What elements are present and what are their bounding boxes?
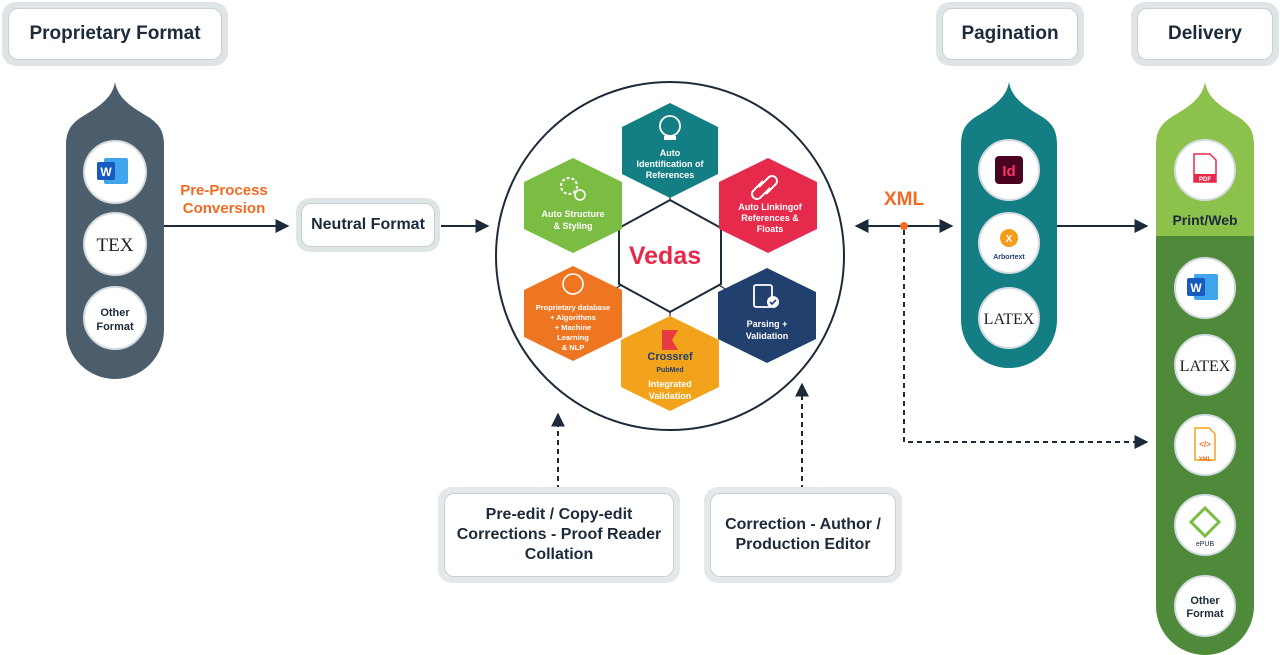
svg-text:Auto: Auto — [660, 148, 681, 158]
pre-edit-note: Pre-edit / Copy-edit Corrections - Proof… — [438, 487, 680, 583]
svg-text:Learning: Learning — [557, 333, 589, 342]
svg-text:References &: References & — [741, 213, 799, 223]
svg-text:</>: </> — [1199, 440, 1211, 449]
svg-text:Proprietary database: Proprietary database — [536, 303, 611, 312]
delivery-latex-icon: LATEX — [1174, 334, 1236, 396]
pubmed-logo: PubMed — [656, 367, 683, 374]
proprietary-database-hex: Proprietary database + Algorithms + Mach… — [524, 266, 622, 361]
other-format-icon: Other Format — [83, 286, 147, 350]
word-icon: W — [83, 140, 147, 204]
svg-text:Integrated: Integrated — [648, 379, 692, 389]
delivery-word-icon: W — [1174, 257, 1236, 319]
delivery-other-format-icon: Other Format — [1174, 575, 1236, 637]
svg-text:TEX: TEX — [97, 235, 134, 256]
tex-icon: TEX — [83, 212, 147, 276]
pre-process-label: Pre-Process Conversion — [180, 182, 268, 217]
arbortext-icon: X Arbortext — [978, 212, 1040, 274]
svg-text:ePUB: ePUB — [1196, 541, 1215, 548]
svg-text:W: W — [100, 165, 112, 179]
svg-text:LATEX: LATEX — [1180, 358, 1231, 375]
svg-text:+ Algorithms: + Algorithms — [550, 313, 596, 322]
pdf-icon: PDF — [1174, 139, 1236, 201]
print-web-label: Print/Web — [1172, 212, 1237, 228]
indesign-icon: Id — [978, 139, 1040, 201]
svg-text:Other: Other — [100, 307, 130, 319]
svg-text:X: X — [1006, 234, 1013, 245]
svg-text:Id: Id — [1002, 163, 1015, 180]
svg-text:Parsing +: Parsing + — [747, 319, 788, 329]
delivery-epub-icon: ePUB — [1174, 494, 1236, 556]
svg-text:+ Machine: + Machine — [555, 323, 591, 332]
svg-text:Format: Format — [1186, 608, 1224, 620]
auto-linking-hex: Auto Linkingof References & Floats — [719, 158, 817, 253]
svg-text:Validation: Validation — [649, 391, 692, 401]
svg-text:Floats: Floats — [757, 224, 784, 234]
parsing-validation-hex: Parsing + Validation — [718, 268, 816, 363]
correction-note: Correction - Author / Production Editor — [704, 487, 902, 583]
svg-text:& Styling: & Styling — [553, 221, 592, 231]
svg-text:W: W — [1190, 281, 1202, 295]
svg-text:LATEX: LATEX — [984, 311, 1035, 328]
integrated-validation-hex: Crossref PubMed Integrated Validation — [621, 316, 719, 411]
auto-identification-hex: Auto Identification of References — [622, 103, 718, 198]
svg-text:& NLP: & NLP — [562, 343, 585, 352]
dashed-arrow-xml-delivery — [903, 230, 1149, 449]
svg-text:XML: XML — [1199, 457, 1212, 463]
proprietary-format-header: Proprietary Format — [2, 2, 228, 66]
vedas-logo: Vedas — [629, 242, 701, 270]
crossref-logo: Crossref — [647, 351, 693, 363]
delivery-header: Delivery — [1131, 2, 1279, 66]
neutral-format-box: Neutral Format — [296, 198, 440, 252]
svg-text:References: References — [646, 170, 695, 180]
svg-text:PDF: PDF — [1199, 177, 1211, 183]
svg-text:Auto Structure: Auto Structure — [542, 209, 605, 219]
svg-text:Auto Linkingof: Auto Linkingof — [738, 202, 802, 212]
latex-icon: LATEX — [978, 287, 1040, 349]
xml-label: XML — [883, 189, 925, 210]
svg-text:Format: Format — [96, 321, 134, 333]
svg-text:Arbortext: Arbortext — [993, 254, 1025, 261]
delivery-xml-file-icon: </> XML — [1174, 414, 1236, 476]
svg-text:Validation: Validation — [746, 331, 789, 341]
pagination-header: Pagination — [936, 2, 1084, 66]
svg-text:Identification of: Identification of — [637, 159, 705, 169]
svg-text:Other: Other — [1190, 595, 1220, 607]
xml-node — [900, 222, 908, 230]
auto-structure-hex: Auto Structure & Styling — [524, 158, 622, 253]
